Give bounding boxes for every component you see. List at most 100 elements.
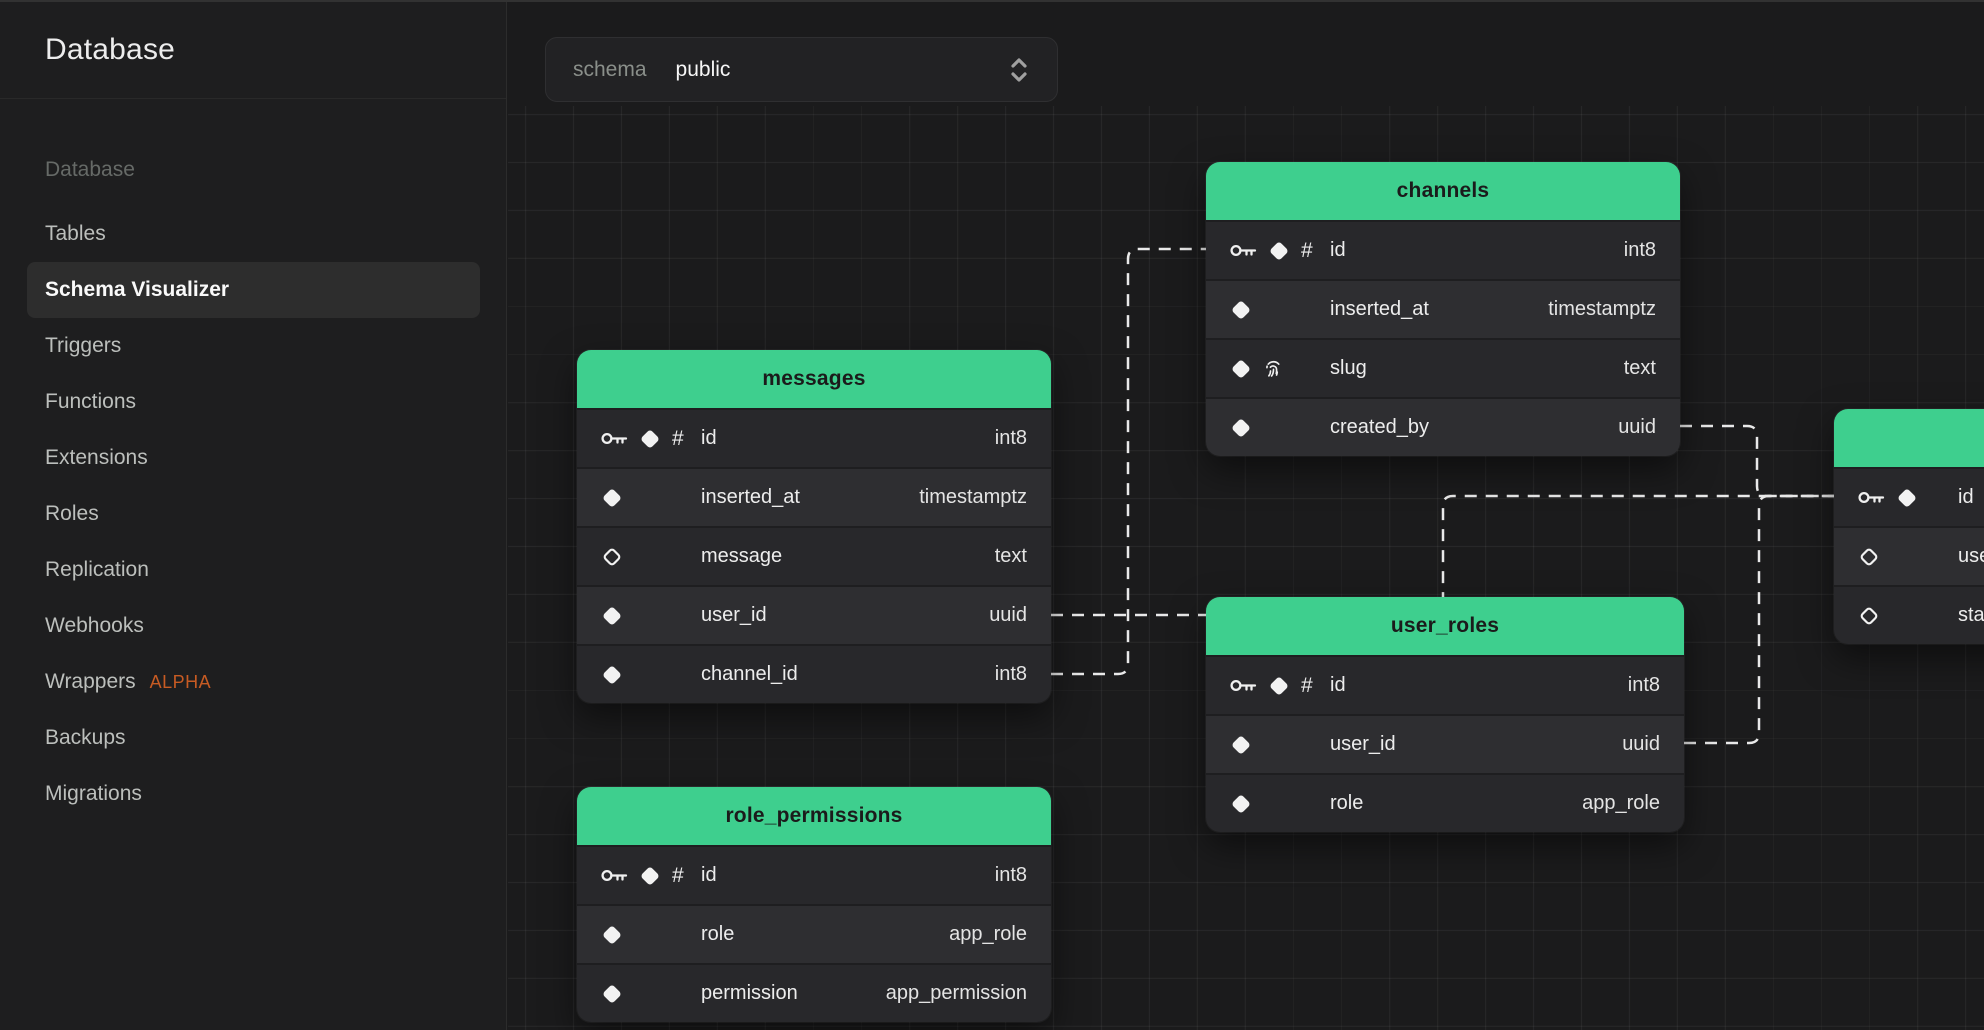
column-row-id[interactable]: id	[1834, 467, 1984, 526]
column-row-user_id[interactable]: user_iduuid	[1206, 714, 1684, 773]
table-node-channels[interactable]: channels #idint8 inserted_attimestamptz …	[1206, 162, 1680, 456]
column-row-created_by[interactable]: created_byuuid	[1206, 397, 1680, 456]
column-row-inserted_at[interactable]: inserted_attimestamptz	[1206, 279, 1680, 338]
sidebar-item-webhooks[interactable]: Webhooks	[27, 598, 480, 654]
not-null-diamond-icon	[601, 664, 623, 686]
unique-fingerprint-icon	[1263, 358, 1284, 379]
sidebar-item-migrations[interactable]: Migrations	[27, 766, 480, 822]
table-node-role_permissions[interactable]: role_permissions #idint8 roleapp_role pe…	[577, 787, 1051, 1022]
column-row-id[interactable]: #idint8	[577, 408, 1051, 467]
sidebar-item-label: Triggers	[45, 318, 121, 374]
column-icons	[1858, 546, 1958, 568]
column-name: created_by	[1330, 416, 1429, 439]
not-null-diamond-icon	[601, 487, 623, 509]
column-row-use[interactable]: use	[1834, 526, 1984, 585]
sidebar-item-schema-visualizer[interactable]: Schema Visualizer	[27, 262, 480, 318]
column-type: int8	[1628, 674, 1660, 697]
not-null-diamond-icon	[601, 983, 623, 1005]
number-type-icon: #	[1301, 675, 1313, 696]
primary-key-icon	[1858, 490, 1885, 505]
column-row-role[interactable]: roleapp_role	[577, 904, 1051, 963]
column-row-id[interactable]: #idint8	[1206, 220, 1680, 279]
database-sidebar: Database Database TablesSchema Visualize…	[0, 2, 507, 1030]
column-row-sta[interactable]: sta	[1834, 585, 1984, 644]
sidebar-item-triggers[interactable]: Triggers	[27, 318, 480, 374]
primary-key-icon	[601, 431, 628, 446]
nav-section-label: Database	[27, 142, 480, 198]
primary-key-icon	[1230, 243, 1257, 258]
table-header[interactable]: role_permissions	[577, 787, 1051, 845]
column-icons	[601, 605, 701, 627]
sidebar-item-roles[interactable]: Roles	[27, 486, 480, 542]
column-row-inserted_at[interactable]: inserted_attimestamptz	[577, 467, 1051, 526]
column-row-channel_id[interactable]: channel_idint8	[577, 644, 1051, 703]
column-row-slug[interactable]: slugtext	[1206, 338, 1680, 397]
column-icons: #	[601, 865, 701, 887]
not-null-diamond-icon	[1896, 487, 1918, 509]
table-node-messages[interactable]: messages #idint8 inserted_attimestamptz …	[577, 350, 1051, 703]
number-type-icon: #	[1301, 240, 1313, 261]
table-title: user_roles	[1391, 614, 1499, 638]
sidebar-item-label: Tables	[45, 206, 106, 262]
column-icons: #	[1230, 675, 1330, 697]
column-type: app_role	[1582, 792, 1660, 815]
sidebar-item-backups[interactable]: Backups	[27, 710, 480, 766]
column-name: sta	[1958, 604, 1984, 627]
column-type: int8	[995, 864, 1027, 887]
column-icons	[1230, 417, 1330, 439]
column-name: id	[1958, 486, 1974, 509]
sidebar-item-wrappers[interactable]: WrappersALPHA	[27, 654, 480, 710]
sidebar-item-replication[interactable]: Replication	[27, 542, 480, 598]
sidebar-header: Database	[0, 2, 506, 99]
table-header[interactable]: user_roles	[1206, 597, 1684, 655]
table-title: channels	[1397, 179, 1490, 203]
column-icons	[601, 664, 701, 686]
column-row-id[interactable]: #idint8	[1206, 655, 1684, 714]
not-null-diamond-icon	[639, 865, 661, 887]
sidebar-item-tables[interactable]: Tables	[27, 206, 480, 262]
edge-channels_created_by-to-right_table_id	[1680, 426, 1834, 496]
table-title: role_permissions	[725, 804, 902, 828]
column-row-id[interactable]: #idint8	[577, 845, 1051, 904]
not-null-diamond-icon	[639, 428, 661, 450]
column-row-user_id[interactable]: user_iduuid	[577, 585, 1051, 644]
table-node-user_roles[interactable]: user_roles #idint8 user_iduuid roleapp_r…	[1206, 597, 1684, 832]
column-row-permission[interactable]: permissionapp_permission	[577, 963, 1051, 1022]
column-icons	[601, 487, 701, 509]
column-row-message[interactable]: messagetext	[577, 526, 1051, 585]
nullable-diamond-icon	[1858, 605, 1880, 627]
column-icons	[601, 924, 701, 946]
column-icons	[1230, 734, 1330, 756]
nullable-diamond-icon	[1858, 546, 1880, 568]
sidebar-item-functions[interactable]: Functions	[27, 374, 480, 430]
not-null-diamond-icon	[1230, 299, 1252, 321]
sidebar-item-extensions[interactable]: Extensions	[27, 430, 480, 486]
column-type: timestamptz	[919, 486, 1027, 509]
column-type: timestamptz	[1548, 298, 1656, 321]
table-header[interactable]: messages	[577, 350, 1051, 408]
column-row-role[interactable]: roleapp_role	[1206, 773, 1684, 832]
sidebar-nav: Database TablesSchema VisualizerTriggers…	[27, 142, 480, 822]
table-node-right-partial[interactable]: id use sta	[1834, 409, 1984, 644]
column-icons	[601, 983, 701, 1005]
column-type: uuid	[1622, 733, 1660, 756]
sidebar-item-label: Migrations	[45, 766, 142, 822]
column-name: use	[1958, 545, 1984, 568]
not-null-diamond-icon	[601, 924, 623, 946]
column-type: app_permission	[886, 982, 1027, 1005]
not-null-diamond-icon	[1230, 358, 1252, 380]
column-type: int8	[1624, 239, 1656, 262]
table-header[interactable]: channels	[1206, 162, 1680, 220]
edge-user_roles_user_id-to-right_table_id	[1684, 496, 1834, 743]
alpha-badge: ALPHA	[150, 654, 212, 710]
sidebar-item-label: Backups	[45, 710, 126, 766]
not-null-diamond-icon	[601, 605, 623, 627]
column-type: text	[995, 545, 1027, 568]
table-header[interactable]	[1834, 409, 1984, 467]
schema-canvas[interactable]: schema public messages #idint8 inserted_…	[508, 2, 1984, 1030]
sidebar-item-label: Schema Visualizer	[45, 262, 229, 318]
column-icons	[1230, 793, 1330, 815]
table-title: messages	[762, 367, 865, 391]
column-icons	[1230, 358, 1330, 380]
